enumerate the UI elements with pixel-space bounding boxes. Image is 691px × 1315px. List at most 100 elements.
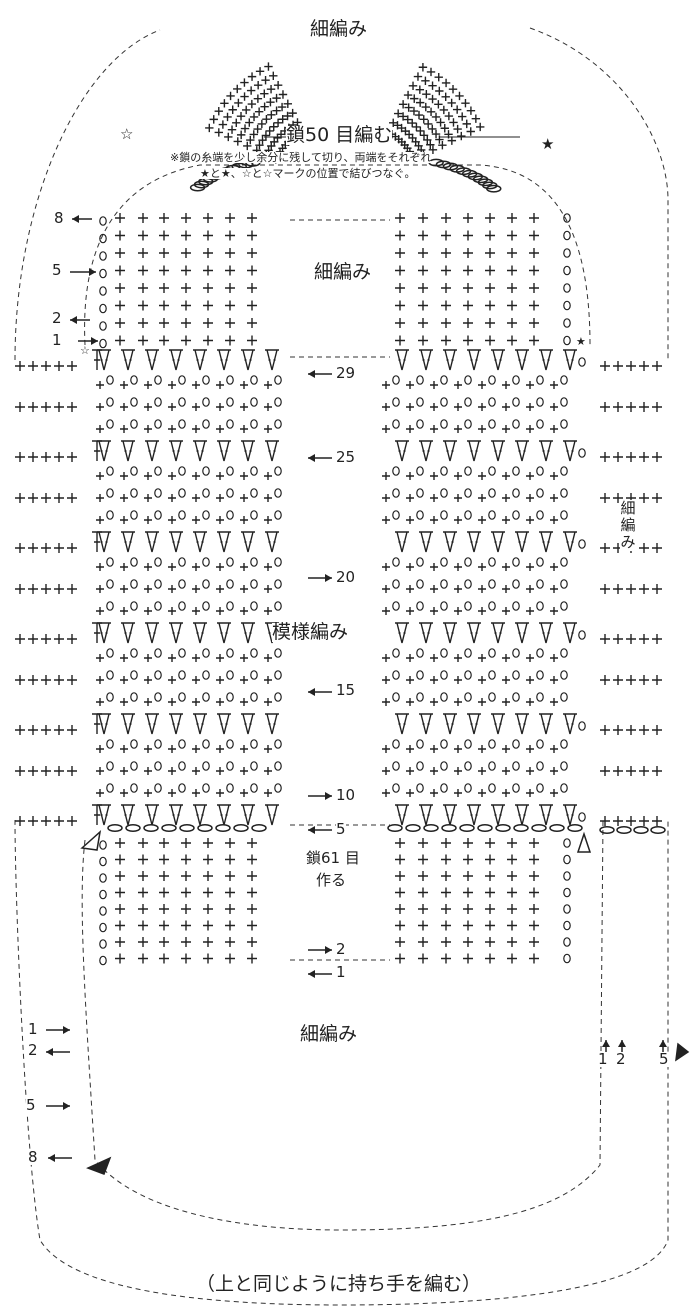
v-stitch: [193, 440, 207, 462]
sc-stitch: [138, 230, 148, 241]
sc-stitch: [410, 94, 419, 103]
row-number: 5: [26, 1096, 36, 1114]
sc-stitch: [406, 494, 414, 502]
sc-stitch: [115, 265, 125, 276]
chain-stitch: [143, 824, 159, 832]
sc-stitch: [67, 675, 77, 685]
sc-stitch: [181, 248, 191, 258]
sc-stitch: [529, 335, 539, 346]
sc-stitch: [168, 585, 176, 593]
sc-stitch: [269, 122, 278, 131]
chain-stitch: [513, 824, 529, 832]
sc-stitch: [418, 248, 428, 258]
chain-stitch-v: [416, 692, 424, 702]
sc-stitch: [144, 767, 152, 775]
sc-stitch: [418, 838, 428, 848]
sc-stitch: [526, 516, 534, 524]
sc-stitch: [426, 107, 436, 117]
sc-stitch: [613, 634, 623, 644]
sc-stitch: [382, 789, 390, 797]
chain-stitch-v: [440, 601, 448, 611]
chain-stitch-v: [130, 739, 138, 749]
sc-stitch: [395, 838, 405, 848]
sc-stitch: [502, 745, 510, 753]
sc-stitch: [382, 698, 390, 706]
chain-stitch-v: [106, 739, 114, 749]
chain-stitch-v: [154, 510, 162, 520]
sc-stitch: [430, 607, 438, 615]
sc-stitch: [452, 105, 462, 114]
sc-stitch: [218, 120, 228, 129]
sc-stitch: [159, 335, 169, 346]
sc-stitch: [463, 953, 473, 964]
chain-stitch-v: [392, 648, 400, 658]
sc-stitch: [249, 112, 259, 122]
sc-stitch: [418, 953, 428, 964]
sc-stitch: [192, 403, 200, 411]
sc-stitch: [138, 953, 148, 964]
sc-stitch: [550, 516, 558, 524]
sc-stitch: [54, 725, 64, 735]
sc-stitch: [463, 335, 473, 346]
sc-stitch: [502, 516, 510, 524]
sc-stitch: [28, 816, 38, 826]
sc-stitch: [507, 937, 517, 947]
sc-stitch: [600, 766, 610, 776]
v-stitch: [395, 713, 409, 735]
sc-stitch: [406, 472, 414, 480]
sc-stitch: [600, 543, 610, 553]
row-number: 5: [659, 1050, 669, 1068]
sc-stitch: [550, 745, 558, 753]
chain-stitch-v: [512, 601, 520, 611]
chain61-label: 鎖61 目: [306, 849, 360, 867]
sc-stitch: [159, 230, 169, 241]
sc-stitch: [96, 563, 104, 571]
v-stitch: [265, 713, 279, 735]
v-stitch: [539, 531, 553, 553]
chain-stitch-v: [416, 375, 424, 385]
row-number: 20: [336, 568, 356, 586]
chain-stitch-v: [106, 579, 114, 589]
chain-stitch-v: [560, 419, 568, 429]
v-stitch: [97, 622, 111, 644]
chain-stitch-v: [178, 557, 186, 567]
chain-stitch-v: [512, 739, 520, 749]
v-stitch: [515, 349, 529, 371]
chain-stitch-v: [178, 692, 186, 702]
chain-stitch-v: [130, 488, 138, 498]
sc-stitch: [436, 118, 445, 127]
sc-stitch: [478, 745, 486, 753]
sc-stitch: [485, 887, 495, 898]
chain-stitch-v: [578, 630, 586, 640]
chain-stitch-v: [416, 579, 424, 589]
sc-stitch: [408, 81, 418, 90]
sc-stitch: [144, 472, 152, 480]
v-stitch: [241, 349, 255, 371]
arrow-head: [72, 215, 79, 223]
v-stitch: [539, 622, 553, 644]
dc-stitch: [92, 804, 102, 825]
sc-stitch: [529, 318, 539, 328]
sc-stitch: [526, 676, 534, 684]
chain-stitch-v: [392, 488, 400, 498]
chain-stitch-v: [202, 739, 210, 749]
arrow-head: [308, 970, 315, 978]
sc-stitch: [96, 676, 104, 684]
sc-stitch: [192, 563, 200, 571]
chain-stitch-v: [250, 739, 258, 749]
v-stitch: [169, 713, 183, 735]
chain-stitch-v: [202, 397, 210, 407]
sc-stitch: [393, 109, 403, 118]
chain-stitch-v: [464, 601, 472, 611]
v-stitch: [97, 713, 111, 735]
chain-stitch-v: [563, 904, 571, 914]
row-number: 8: [28, 1148, 38, 1166]
chain-stitch-v: [106, 488, 114, 498]
sc-stitch: [526, 494, 534, 502]
sc-stitch: [120, 425, 128, 433]
sc-stitch: [652, 452, 662, 462]
sc-stitch: [600, 402, 610, 412]
arrow-head: [618, 1040, 626, 1047]
sc-stitch: [441, 283, 451, 293]
v-stitch: [265, 349, 279, 371]
